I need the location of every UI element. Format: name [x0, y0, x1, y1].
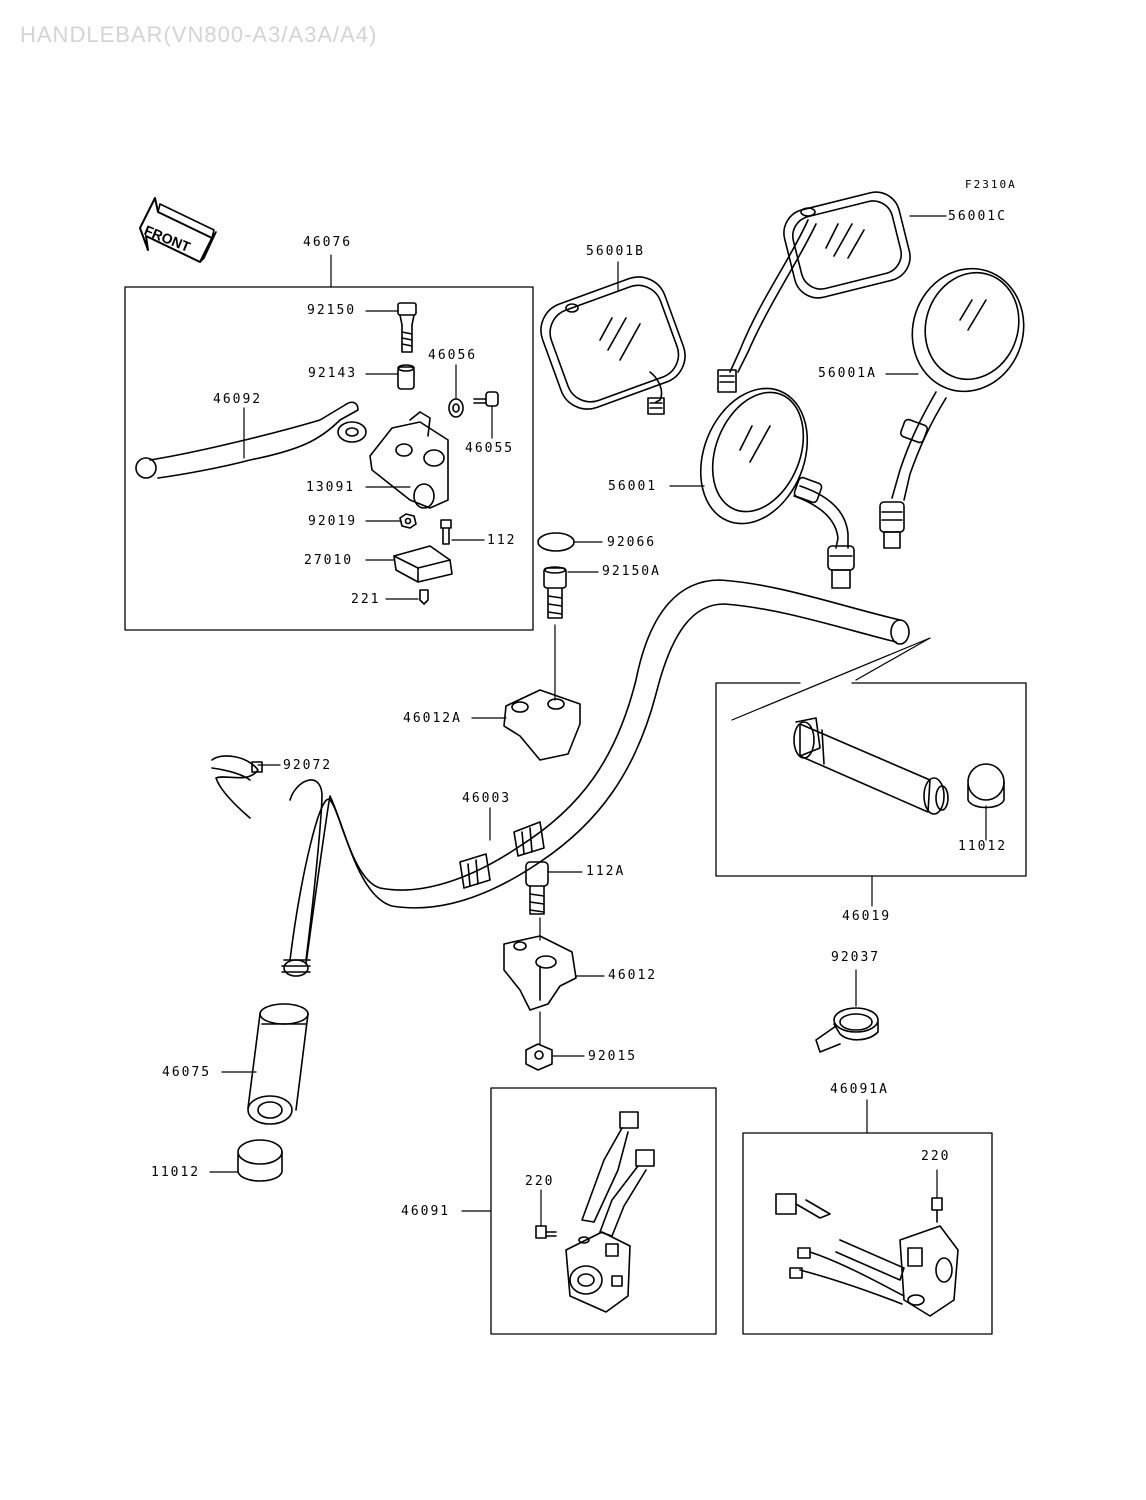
collar-92143-icon: [397, 364, 415, 390]
part-label-13091: 13091: [306, 480, 356, 495]
part-label-46056: 46056: [428, 348, 478, 363]
handlebar-46003-icon: [281, 579, 910, 977]
part-label-92066: 92066: [607, 535, 657, 550]
part-label-92150A: 92150A: [602, 564, 661, 579]
part-label-56001C: 56001C: [948, 209, 1007, 224]
throttle-grip-46019-icon: [793, 717, 949, 815]
clamp-46012-icon: [503, 935, 577, 1011]
part-label-56001A: 56001A: [818, 366, 877, 381]
part-label-92037: 92037: [831, 950, 881, 965]
screw-46055-icon: [473, 391, 499, 407]
clutch-lever-46092-icon: [135, 401, 367, 479]
part-label-46092: 46092: [213, 392, 263, 407]
end-cap-11012-right-icon: [967, 763, 1005, 809]
screw-221-icon: [419, 589, 429, 605]
part-label-112A: 112A: [586, 864, 626, 879]
part-label-92015: 92015: [588, 1049, 638, 1064]
box-46091: [490, 1087, 717, 1335]
clamp-92037-icon: [815, 1007, 879, 1053]
bolt-112A-icon: [525, 861, 549, 915]
mirror-56001B-icon: [540, 276, 686, 415]
part-label-46003: 46003: [462, 791, 512, 806]
strap-92072-icon: [211, 755, 263, 819]
part-label-46091A: 46091A: [830, 1082, 889, 1097]
part-label-27010: 27010: [304, 553, 354, 568]
mirror-56001C-icon: [717, 191, 911, 393]
lever-holder-13091-icon: [369, 411, 449, 509]
switch-27010-icon: [393, 545, 453, 583]
box-46076: [124, 286, 534, 631]
diagram-title: HANDLEBAR(VN800-A3/A3A/A4): [20, 22, 378, 47]
part-label-112: 112: [487, 533, 517, 548]
end-cap-11012-left-icon: [237, 1139, 283, 1182]
part-label-56001B: 56001B: [586, 244, 645, 259]
clamp-46012A-icon: [503, 689, 581, 761]
switch-housing-46091A-icon: [775, 1193, 959, 1317]
part-label-56001: 56001: [608, 479, 658, 494]
bolt-92150A-icon: [543, 566, 567, 619]
nut-92015-icon: [525, 1043, 553, 1071]
front-arrow-icon: [139, 197, 217, 263]
part-label-11012-left: 11012: [151, 1165, 201, 1180]
box-46019: [715, 682, 1027, 877]
part-label-46012: 46012: [608, 968, 658, 983]
bolt-92150-icon: [397, 302, 417, 353]
nut-92019-icon: [399, 513, 417, 529]
part-label-46055: 46055: [465, 441, 515, 456]
part-label-92019: 92019: [308, 514, 358, 529]
part-label-92150: 92150: [307, 303, 357, 318]
screw-112-icon: [440, 519, 452, 545]
screw-220-left-icon: [535, 1225, 557, 1239]
part-label-92143: 92143: [308, 366, 358, 381]
part-label-46019: 46019: [842, 909, 892, 924]
part-label-11012-right: 11012: [958, 839, 1008, 854]
mirror-56001A-icon: [879, 267, 1025, 549]
part-label-92072: 92072: [283, 758, 333, 773]
part-label-46012A: 46012A: [403, 711, 462, 726]
screw-220-right-icon: [931, 1197, 943, 1223]
switch-housing-46091-icon: [565, 1111, 655, 1313]
part-label-46076: 46076: [303, 235, 353, 250]
part-label-221: 221: [351, 592, 381, 607]
part-label-46075: 46075: [162, 1065, 212, 1080]
cap-92066-icon: [537, 532, 575, 552]
figure-id: F2310A: [965, 178, 1017, 191]
part-label-220-left: 220: [525, 1174, 555, 1189]
mirror-56001-icon: [699, 387, 855, 589]
box-46091A: [742, 1132, 993, 1335]
adjuster-46056-icon: [448, 398, 464, 418]
part-label-46091: 46091: [401, 1204, 451, 1219]
grip-46075-icon: [247, 1003, 309, 1125]
part-label-220-right: 220: [921, 1149, 951, 1164]
